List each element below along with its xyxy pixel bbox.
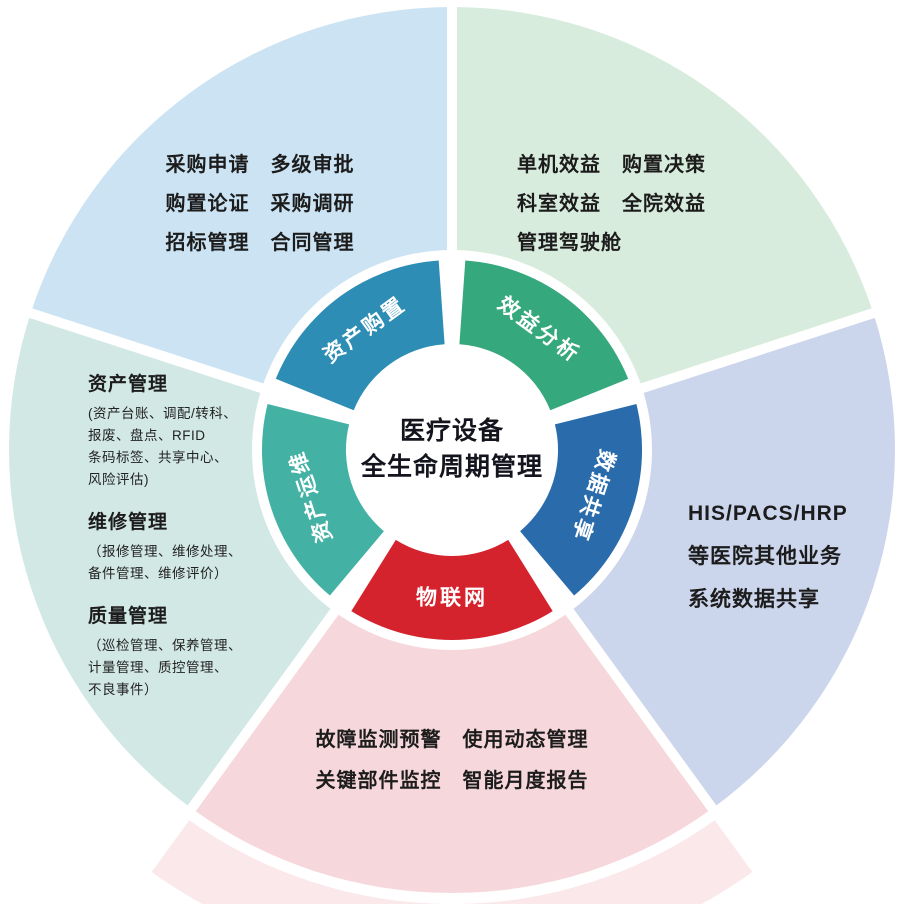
benefit-item: 管理驾驶舱 [517,232,622,254]
operations-group-detail: 条码标签、共享中心、 [88,450,228,465]
center-title-line2: 全生命周期管理 [360,453,543,481]
operations-group-repair: 维修管理 （报修管理、维修处理、 备件管理、维修评价） [88,507,338,585]
operations-group-quality: 质量管理 （巡检管理、保养管理、 计量管理、质控管理、 不良事件） [88,601,338,701]
sharing-items: HIS/PACS/HRP 等医院其他业务 系统数据共享 [688,492,848,621]
sharing-item: 等医院其他业务 [688,545,842,568]
benefit-item: 科室效益 全院效益 [517,193,706,215]
operations-group-detail: 备件管理、维修评价） [88,566,228,581]
iot-item: 关键部件监控 智能月度报告 [315,770,589,792]
ring-label-iot: 物联网 [416,586,488,610]
operations-group-detail: 计量管理、质控管理、 [88,660,228,675]
operations-group-detail: (资产台账、调配/转科、 [88,406,238,421]
operations-group-detail: （报修管理、维修处理、 [88,544,242,559]
operations-group-title: 维修管理 [88,512,169,533]
ring-arc-acquisition [275,260,445,411]
ring-arc-sharing [520,404,643,596]
ring-arc-iot [351,539,553,640]
acquisition-item: 采购申请 多级审批 [165,154,355,176]
acquisition-items: 采购申请 多级审批 购置论证 采购调研 招标管理 合同管理 [128,146,392,263]
operations-group-asset: 资产管理 (资产台账、调配/转科、 报废、盘点、RFID 条码标签、共享中心、 … [88,369,338,491]
acquisition-item: 招标管理 合同管理 [165,232,355,254]
operations-group-title: 资产管理 [88,374,169,395]
operations-items: 资产管理 (资产台账、调配/转科、 报废、盘点、RFID 条码标签、共享中心、 … [88,369,338,717]
ring-arc-operations [261,404,384,596]
center-title-line1: 医疗设备 [399,417,504,445]
operations-group-detail: 报废、盘点、RFID [88,428,206,443]
benefit-items: 单机效益 购置决策 科室效益 全院效益 管理驾驶舱 [517,146,706,263]
sharing-item: HIS/PACS/HRP [688,502,848,525]
ring-arc-benefit [459,260,629,411]
iot-items: 故障监测预警 使用动态管理 关键部件监控 智能月度报告 [240,720,664,802]
operations-group-title: 质量管理 [88,606,169,627]
benefit-item: 单机效益 购置决策 [517,154,706,176]
operations-group-detail: 风险评估) [88,472,149,487]
sector-bg-iot [191,450,713,894]
center-title: 医疗设备 全生命周期管理 [327,413,577,485]
iot-item: 故障监测预警 使用动态管理 [315,729,589,751]
acquisition-item: 购置论证 采购调研 [165,193,355,215]
operations-group-detail: 不良事件） [88,682,158,697]
operations-group-detail: （巡检管理、保养管理、 [88,638,242,653]
sharing-item: 系统数据共享 [688,588,820,611]
